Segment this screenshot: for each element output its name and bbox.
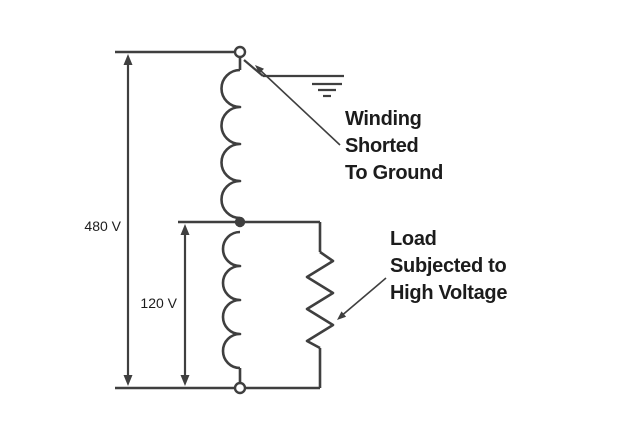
full-voltage-arrow — [123, 54, 133, 386]
load-note: Load Subjected to High Voltage — [390, 228, 508, 304]
winding-note-line2: Shorted — [345, 135, 418, 157]
winding-note-line1: Winding — [345, 108, 422, 130]
bottom-terminal — [233, 381, 247, 395]
full-voltage-label: 480 V — [84, 218, 121, 234]
winding-note-leader-line — [259, 69, 341, 146]
winding-note-leader — [255, 65, 341, 146]
full-voltage-arrowhead-up — [123, 54, 133, 65]
load-note-line1: Load — [390, 228, 437, 250]
center-tap-dot — [234, 216, 246, 228]
winding-note-arrowhead — [255, 65, 264, 74]
tap-voltage-arrowhead-down — [180, 375, 190, 386]
tap-voltage-arrowhead-up — [180, 224, 190, 235]
winding-note-line3: To Ground — [345, 162, 443, 184]
earth-ground-icon — [312, 82, 342, 98]
load-note-line2: Subjected to — [390, 255, 506, 277]
load-note-line3: High Voltage — [390, 282, 507, 304]
load-note-arrowhead — [337, 311, 347, 320]
winding-note: Winding Shorted To Ground — [345, 108, 443, 184]
tap-voltage-label: 120 V — [140, 295, 177, 311]
load-resistor — [305, 250, 335, 350]
tap-voltage-arrow — [180, 224, 190, 386]
upper-winding-coil — [220, 68, 242, 220]
ground-connection-diagonal — [243, 59, 264, 77]
lower-winding-coil — [221, 230, 242, 370]
top-terminal — [233, 45, 247, 59]
full-voltage-arrowhead-down — [123, 375, 133, 386]
ground-connection — [243, 59, 344, 98]
load-note-leader — [337, 277, 387, 320]
load-note-leader-line — [342, 277, 387, 316]
